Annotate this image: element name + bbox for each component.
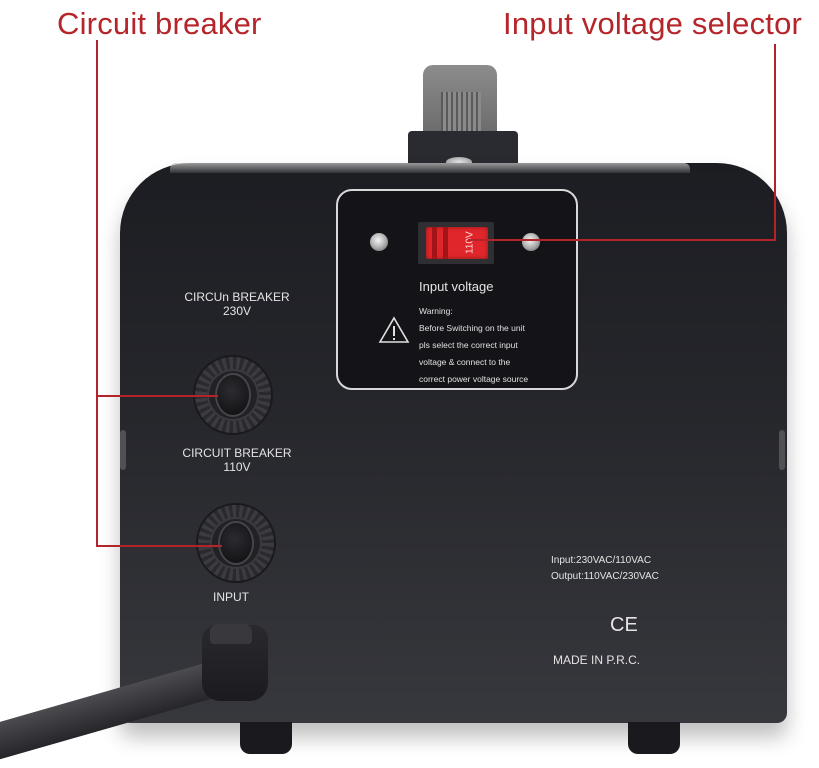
side-edge-left bbox=[120, 430, 126, 470]
screw-icon bbox=[522, 233, 540, 251]
origin-label: MADE IN P.R.C. bbox=[553, 653, 641, 667]
foot-right bbox=[628, 722, 680, 754]
leader-to-230v-breaker bbox=[96, 395, 218, 397]
circuit-breaker-callout-title: Circuit breaker bbox=[57, 6, 262, 41]
spec-input: Input:230VAC/110VAC bbox=[551, 555, 652, 566]
foot-left bbox=[240, 722, 292, 754]
switch-ridge bbox=[443, 227, 448, 259]
warning-line: correct power voltage source bbox=[419, 374, 529, 384]
input-label: INPUT bbox=[213, 590, 249, 604]
input-voltage-label: Input voltage bbox=[419, 279, 494, 294]
voltage-selector-plate bbox=[336, 189, 578, 390]
leader-to-voltage-switch bbox=[468, 239, 776, 241]
breaker-110v-label: CIRCUIT BREAKER 110V bbox=[160, 446, 314, 474]
leader-to-110v-breaker bbox=[96, 545, 222, 547]
switch-ridge bbox=[432, 227, 437, 259]
breaker-label-line1: CIRCUIT BREAKER bbox=[182, 446, 292, 460]
breaker-reset-button[interactable] bbox=[217, 375, 249, 415]
plug-top bbox=[210, 624, 252, 644]
warning-line: pls select the correct input bbox=[419, 340, 518, 350]
input-voltage-switch[interactable]: 110V bbox=[426, 227, 488, 259]
breaker-label-line2: 230V bbox=[222, 304, 252, 318]
breaker-label-line2: 110V bbox=[223, 460, 251, 474]
ce-mark-icon: CE bbox=[610, 614, 638, 636]
side-edge-right bbox=[779, 430, 785, 470]
screw-icon bbox=[370, 233, 388, 251]
voltage-selector-leader-vertical bbox=[774, 44, 776, 240]
breaker-reset-button[interactable] bbox=[220, 523, 252, 563]
warning-heading: Warning: bbox=[419, 306, 453, 316]
spec-output: Output:110VAC/230VAC bbox=[551, 571, 659, 582]
handle-grip bbox=[441, 92, 481, 136]
breaker-230v-label: CIRCUn BREAKER 230V bbox=[160, 290, 314, 318]
handle-screw bbox=[446, 157, 472, 167]
breaker-label-line1: CIRCUn BREAKER bbox=[184, 290, 290, 304]
circuit-breaker-110v[interactable] bbox=[198, 505, 274, 581]
switch-value: 110V bbox=[464, 231, 476, 255]
top-rim bbox=[170, 163, 690, 173]
warning-line: Before Switching on the unit bbox=[419, 323, 525, 333]
circuit-breaker-leader-vertical bbox=[96, 40, 98, 547]
warning-triangle-icon bbox=[378, 316, 410, 344]
input-voltage-selector-callout-title: Input voltage selector bbox=[503, 6, 803, 41]
warning-line: voltage & connect to the bbox=[419, 357, 511, 367]
specs-block: Input:230VAC/110VAC Output:110VAC/230VAC bbox=[551, 553, 659, 585]
